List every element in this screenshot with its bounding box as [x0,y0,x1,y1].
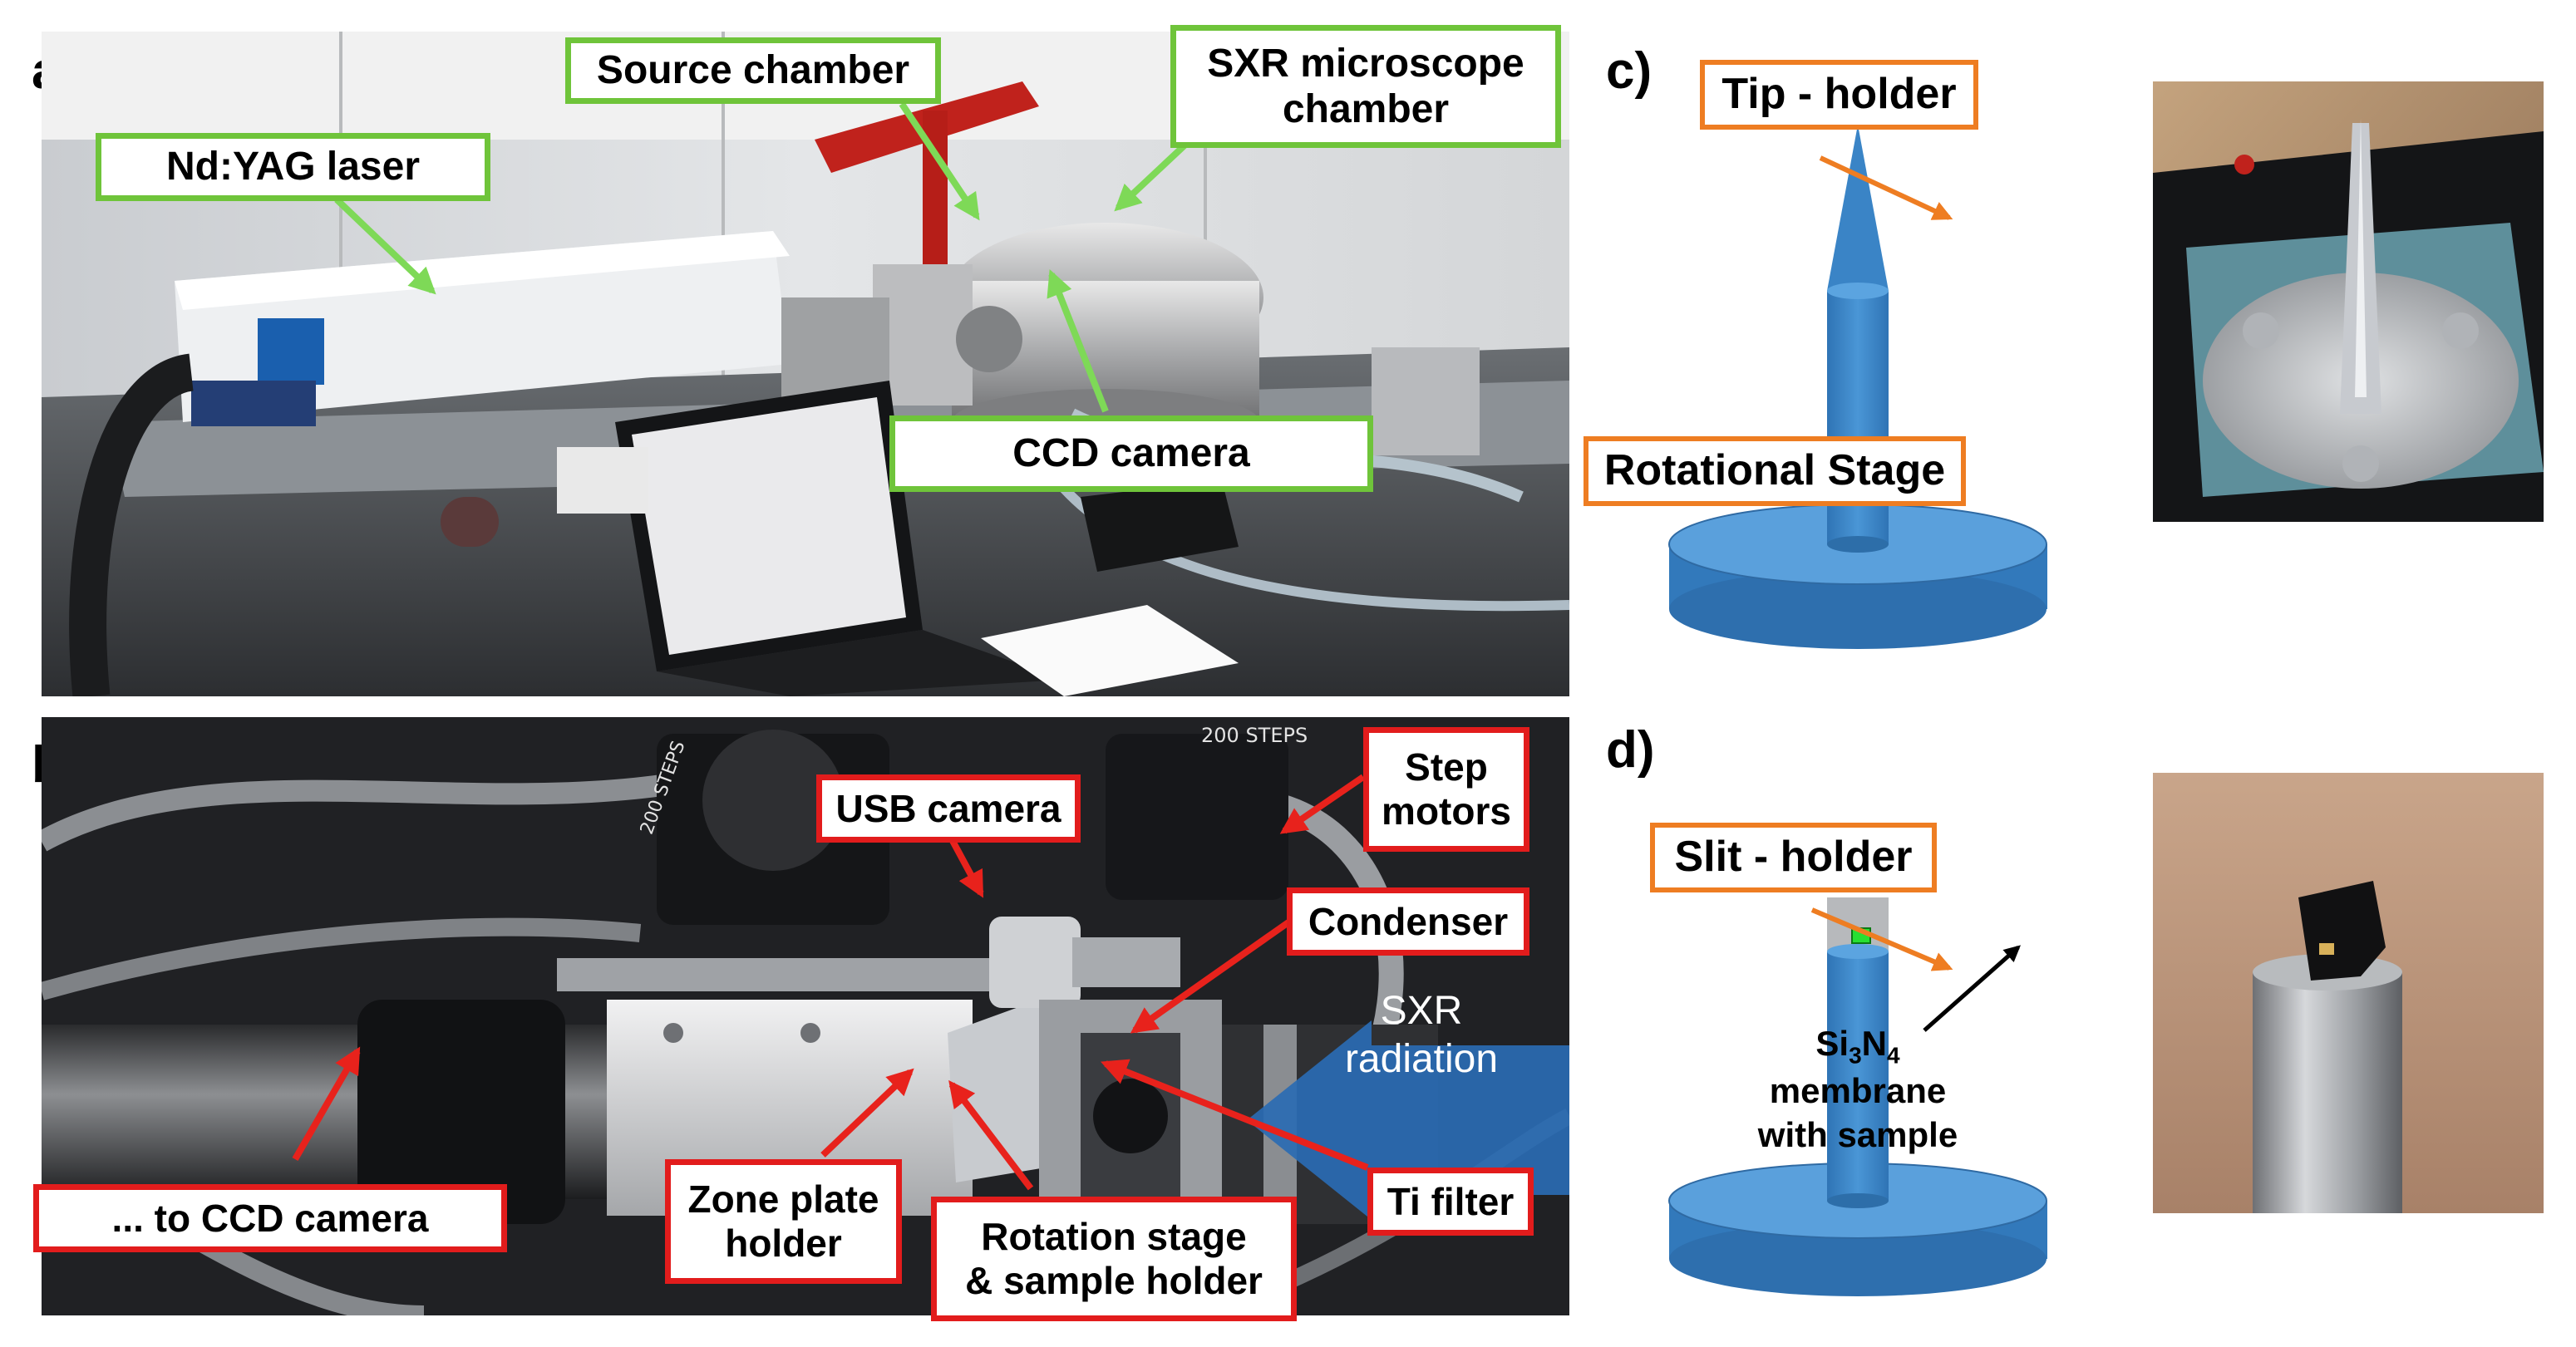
label-ti-filter: Ti filter [1367,1168,1534,1236]
tip-holder-schematic [1668,125,2047,649]
panel-label-c: c) [1606,42,1652,100]
sxr-radiation-text: SXR radiation [1344,989,1499,1081]
tip-cone [1827,125,1889,291]
label-tip-holder: Tip - holder [1700,60,1978,130]
label-ccd-camera: CCD camera [889,415,1373,492]
panel-label-d: d) [1606,721,1655,779]
label-zone-plate-holder: Zone plate holder [665,1159,902,1284]
membrane-formula: Si3N4 [1815,1024,1900,1069]
label-rotational-stage: Rotational Stage [1584,436,1966,506]
label-nd-yag-laser: Nd:YAG laser [96,133,490,201]
label-sxr-microscope-chamber: SXR microscope chamber [1170,25,1561,148]
label-usb-camera: USB camera [816,774,1081,843]
tip-holder-cylinder [1827,291,1889,544]
sample-membrane [1851,927,1871,944]
label-slit-holder: Slit - holder [1650,823,1937,892]
rotational-stage-bottom [1669,569,2047,649]
label-step-motors: Step motors [1363,727,1529,852]
tip-holder-photo [2153,81,2544,522]
label-condenser: Condenser [1287,887,1529,956]
label-rotation-stage: Rotation stage & sample holder [931,1197,1297,1321]
membrane-annotation: Si3N4 membrane with sample [1729,1022,1987,1157]
membrane-line2: membrane [1769,1071,1947,1111]
step-label-text-2: 200 STEPS [1201,724,1308,747]
slit-holder-photo [2153,773,2544,1213]
label-to-ccd-camera: ... to CCD camera [33,1184,507,1252]
slit-holder-schematic [1668,897,2047,1296]
label-source-chamber: Source chamber [565,37,941,104]
slit-holder-cylinder [1827,951,1889,1201]
membrane-line3: with sample [1757,1114,1958,1154]
